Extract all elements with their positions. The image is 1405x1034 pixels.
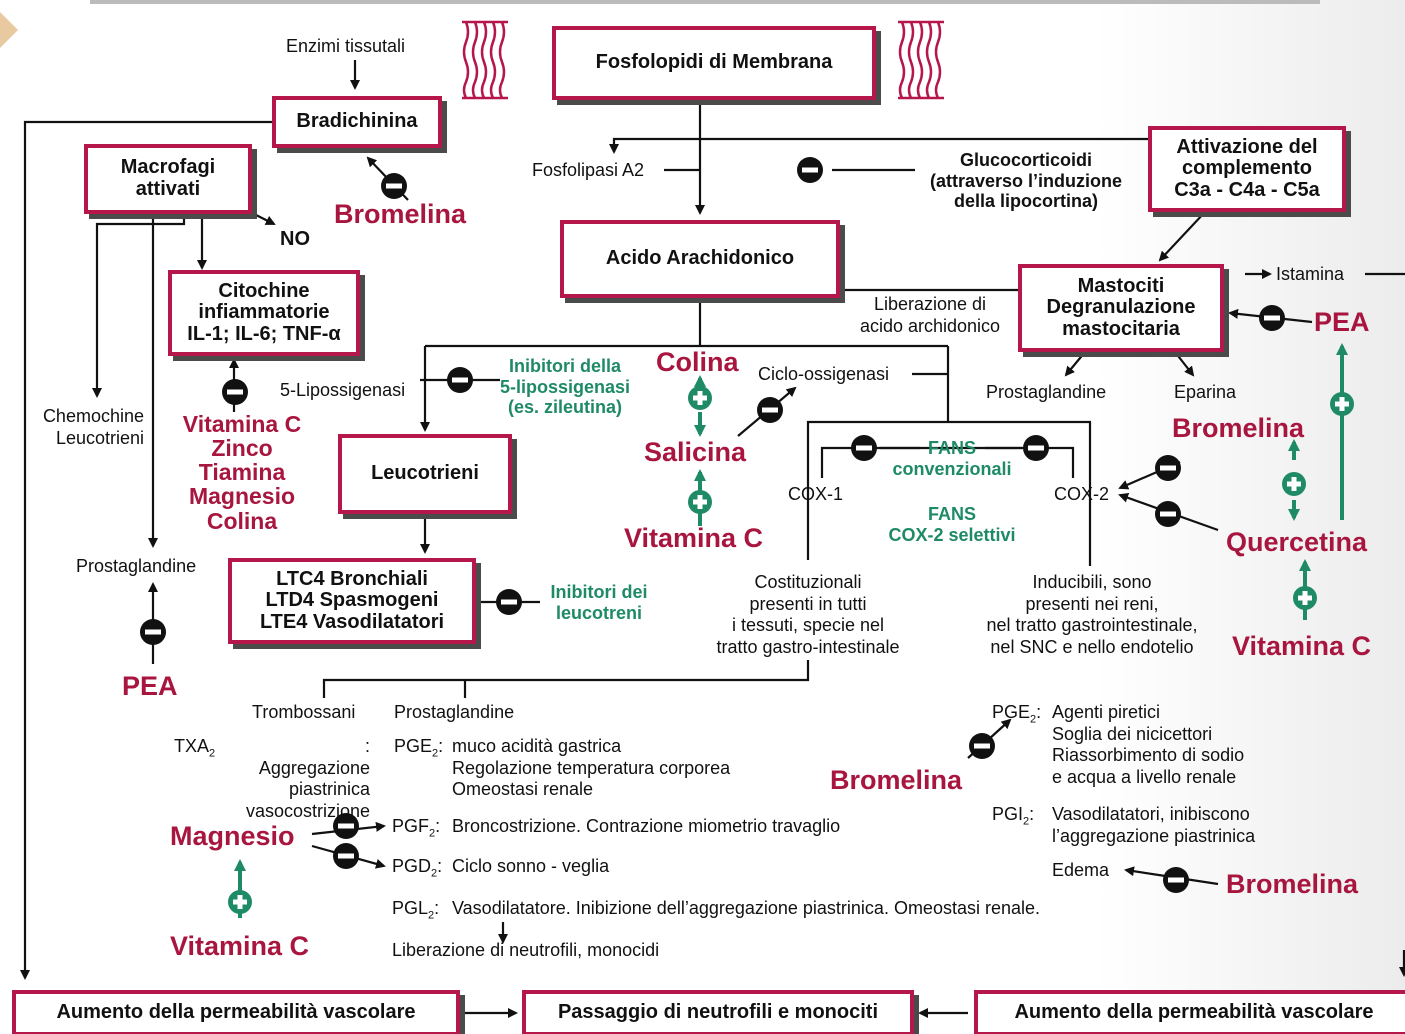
pgl2-text: Vasodilatatore. Inibizione dell’aggregaz…	[452, 898, 1041, 918]
istamina-label: Istamina	[1276, 264, 1345, 284]
minus-circle-icon	[1155, 455, 1181, 481]
minus-circle-icon	[333, 813, 359, 839]
minus-circle-icon	[1023, 435, 1049, 461]
minus-circle-icon	[757, 397, 783, 423]
acido-arachidonico-box: Acido Arachidonico	[560, 220, 840, 298]
phospholipid-bilayer-icon	[898, 20, 944, 100]
ciclo-label: Ciclo-ossigenasi	[758, 364, 890, 384]
pgd2-abbr: PGD2:	[392, 856, 443, 880]
quercetina-molecule: Quercetina	[1226, 527, 1368, 557]
fans-convenzionali-label: FANS convenzionali	[892, 438, 1012, 479]
costituzionali-label: Costituzionali presenti in tutti i tessu…	[716, 572, 900, 657]
passaggio-box: Passaggio di neutrofili e monociti	[522, 990, 914, 1034]
complemento-box: Attivazione del complemento C3a - C4a - …	[1148, 126, 1346, 212]
mastociti-box: Mastociti Degranulazione mastocitaria	[1018, 264, 1224, 352]
no-label: NO	[280, 228, 310, 250]
ltc4-box: LTC4 Bronchiali LTD4 Spasmogeni LTE4 Vas…	[228, 558, 476, 644]
pgf2-abbr: PGF2:	[392, 816, 441, 840]
minus-circle-icon	[1259, 305, 1285, 331]
bromelina-3-molecule: Bromelina	[830, 765, 963, 795]
pge2-text: muco acidità gastrica Regolazione temper…	[452, 736, 731, 800]
leucotrieni-box: Leucotrieni	[338, 434, 512, 514]
minus-circle-icon	[496, 589, 522, 615]
fosfolipasi-label: Fosfolipasi A2	[532, 160, 645, 180]
cox1-label: COX-1	[788, 484, 844, 504]
pge2-abbr: PGE2:	[394, 736, 444, 760]
glucocorticoidi-label: Glucocorticoidi (attraverso l’induzione …	[929, 150, 1123, 212]
plus-circle-icon	[1330, 392, 1354, 416]
prostaglandine-mid-label: Prostaglandine	[394, 702, 515, 722]
plus-circle-icon	[1282, 472, 1306, 496]
minus-circle-icon	[447, 367, 473, 393]
corner-ornament	[0, 12, 18, 48]
inibitori-lipossigenasi-label: Inibitori della 5-lipossigenasi (es. zil…	[499, 356, 631, 418]
lipossigenasi-label: 5-Lipossigenasi	[280, 380, 406, 400]
bradichinina-box: Bradichinina	[272, 96, 442, 148]
magnesio-molecule: Magnesio	[170, 821, 295, 851]
minus-circle-icon	[969, 733, 995, 759]
vitamine-group-molecule: Vitamina C Zinco Tiamina Magnesio Colina	[182, 411, 302, 534]
pea-right-molecule: PEA	[1314, 307, 1370, 337]
eparina-label: Eparina	[1174, 382, 1237, 402]
minus-circle-icon	[333, 843, 359, 869]
bromelina-4-molecule: Bromelina	[1226, 869, 1359, 899]
colina-molecule: Colina	[656, 347, 739, 377]
pgi2-abbr: PGI2:	[992, 804, 1035, 828]
pgi2-text: Vasodilatatori, inibiscono l’aggregazion…	[1052, 804, 1256, 846]
bromelina-molecule: Bromelina	[334, 199, 467, 229]
txa2-text: : Aggregazione piastrinica vasocostrizio…	[245, 736, 370, 821]
top-rule	[90, 0, 1320, 4]
minus-circle-icon	[381, 173, 407, 199]
pea-left-molecule: PEA	[122, 671, 178, 701]
edema-label: Edema	[1052, 860, 1110, 880]
liberazione-neutrofili-label: Liberazione di neutrofili, monocidi	[392, 940, 660, 960]
enzimi-label: Enzimi tissutali	[286, 36, 406, 56]
bromelina-2-molecule: Bromelina	[1172, 413, 1305, 443]
pgl2-abbr: PGL2:	[392, 898, 440, 922]
vitamina-c-right-molecule: Vitamina C	[1232, 631, 1372, 661]
minus-circle-icon	[797, 157, 823, 183]
plus-circle-icon	[688, 490, 712, 514]
prostaglandine-left-label: Prostaglandine	[76, 556, 197, 576]
plus-circle-icon	[688, 386, 712, 410]
salicina-molecule: Salicina	[644, 437, 747, 467]
permeabilita-left-box: Aumento della permeabilità vascolare	[12, 990, 460, 1034]
minus-circle-icon	[1155, 501, 1181, 527]
minus-circle-icon	[222, 379, 248, 405]
minus-circle-icon	[851, 435, 877, 461]
pgf2-text: Broncostrizione. Contrazione miometrio t…	[452, 816, 841, 836]
vitamina-c-mid-molecule: Vitamina C	[624, 523, 764, 553]
chemochine-label: Chemochine Leucotrieni	[42, 406, 144, 448]
plus-circle-icon	[228, 890, 252, 914]
liberazione-label: Liberazione di acido archidonico	[859, 294, 1001, 336]
minus-circle-icon	[140, 619, 166, 645]
minus-circle-icon	[1163, 867, 1189, 893]
fans-cox2-label: FANS COX-2 selettivi	[888, 504, 1016, 545]
inibitori-leucotrieni-label: Inibitori dei leucotreni	[550, 582, 648, 623]
macrofagi-box: Macrofagi attivati	[84, 144, 252, 214]
txa2-abbr: TXA2	[174, 736, 216, 760]
pge2-right-abbr: PGE2:	[992, 702, 1042, 726]
pgd2-text: Ciclo sonno - veglia	[452, 856, 610, 876]
inducibili-label: Inducibili, sono presenti nei reni, nel …	[986, 572, 1198, 657]
phospholipid-bilayer-icon	[460, 14, 510, 104]
vitamina-c-bottom-molecule: Vitamina C	[170, 931, 310, 961]
permeabilita-right-box: Aumento della permeabilità vascolare	[974, 990, 1405, 1034]
fosfolipidi-box: Fosfolopidi di Membrana	[552, 26, 876, 100]
plus-circle-icon	[1293, 586, 1317, 610]
pge2-right-text: Agenti piretici Soglia dei nicicettori R…	[1052, 702, 1245, 787]
cox2-label: COX-2	[1054, 484, 1110, 504]
trombossani-label: Trombossani	[252, 702, 356, 722]
citochine-box: Citochine infiammatorie IL-1; IL-6; TNF-…	[168, 270, 360, 356]
prostaglandine-mast-label: Prostaglandine	[986, 382, 1107, 402]
